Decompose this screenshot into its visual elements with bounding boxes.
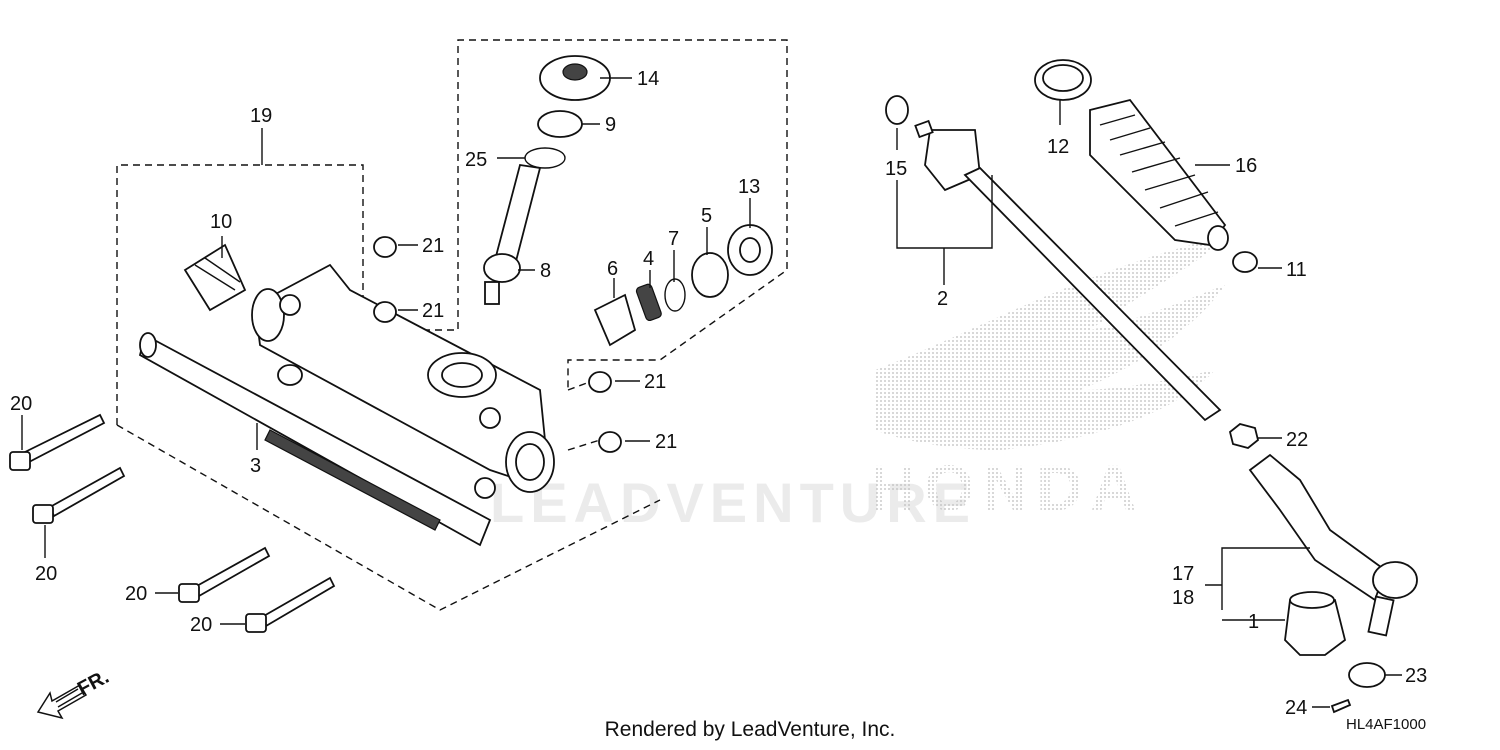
oil-seal-part — [537, 110, 583, 138]
callout-7: 7 — [668, 228, 679, 250]
callout-21-upper: 21 — [422, 235, 444, 257]
tie-rod-lock-nut — [1228, 423, 1260, 449]
diagram-code: HL4AF1000 — [1346, 716, 1427, 733]
connector-21d — [567, 439, 601, 451]
lock-nut-hole — [739, 237, 761, 263]
callout-24: 24 — [1285, 697, 1307, 719]
lock-washer-part — [885, 95, 909, 125]
callout-21-right-upper: 21 — [644, 371, 666, 393]
boot-clip-part — [1232, 251, 1258, 273]
callout-22: 22 — [1286, 429, 1308, 451]
rack-boot — [1089, 98, 1229, 251]
flange-bolts — [9, 413, 336, 633]
clip-part — [183, 243, 247, 312]
callout-4: 4 — [643, 248, 654, 270]
callout-2: 2 — [937, 288, 948, 310]
flange-nuts — [373, 236, 622, 453]
callout-9: 9 — [605, 114, 616, 136]
ball-joint-boot — [1284, 591, 1347, 656]
cotter-pin-part — [1330, 698, 1352, 714]
dust-seal-center — [562, 63, 588, 81]
callout-6: 6 — [607, 258, 618, 280]
callout-21-right-lower: 21 — [655, 431, 677, 453]
boot-band — [1034, 59, 1092, 101]
callout-23: 23 — [1405, 665, 1427, 687]
snap-ring-part — [524, 147, 566, 169]
spring-part — [635, 283, 662, 322]
leader-lines — [21, 77, 1402, 708]
callout-5: 5 — [701, 205, 712, 227]
callout-20-bottom-lower: 20 — [190, 614, 212, 636]
connector-21c — [567, 379, 596, 391]
gearbox-housing — [251, 263, 555, 499]
group-19-outline — [116, 164, 364, 425]
front-direction-arrow: FR. — [36, 666, 113, 720]
rack-shaft — [138, 332, 492, 547]
callout-16: 16 — [1235, 155, 1257, 177]
rendered-by-footer: Rendered by LeadVenture, Inc. — [604, 718, 896, 741]
tie-rod-end — [1248, 453, 1418, 637]
callout-12: 12 — [1047, 136, 1069, 158]
adjusting-screw-part — [691, 252, 729, 298]
callout-18: 18 — [1172, 587, 1194, 609]
callout-14: 14 — [637, 68, 659, 90]
group-19-bottom-outline — [116, 424, 661, 611]
leadventure-watermark: LEADVENTURE — [490, 471, 977, 534]
callout-21-middle: 21 — [422, 300, 444, 322]
callout-8: 8 — [540, 260, 551, 282]
callout-20-left-upper: 20 — [10, 393, 32, 415]
tie-rod — [914, 119, 1222, 422]
callout-10: 10 — [210, 211, 232, 233]
castle-nut-part — [1348, 662, 1386, 688]
honda-logo-text: HONDA — [870, 452, 1145, 524]
callout-15: 15 — [885, 158, 907, 180]
callout-3: 3 — [250, 455, 261, 477]
honda-wing-logo: HONDA — [870, 235, 1230, 524]
callout-1: 1 — [1248, 611, 1259, 633]
callout-13: 13 — [738, 176, 760, 198]
group-valve-outline — [363, 39, 788, 390]
callout-19: 19 — [250, 105, 272, 127]
o-ring-part — [664, 278, 686, 312]
pinion-shaft — [483, 163, 542, 305]
callout-11: 11 — [1286, 259, 1307, 281]
callout-20-bottom-upper: 20 — [125, 583, 147, 605]
callout-17: 17 — [1172, 563, 1194, 585]
callout-25: 25 — [465, 149, 487, 171]
callout-20-left-lower: 20 — [35, 563, 57, 585]
rack-guide-part — [593, 293, 637, 347]
